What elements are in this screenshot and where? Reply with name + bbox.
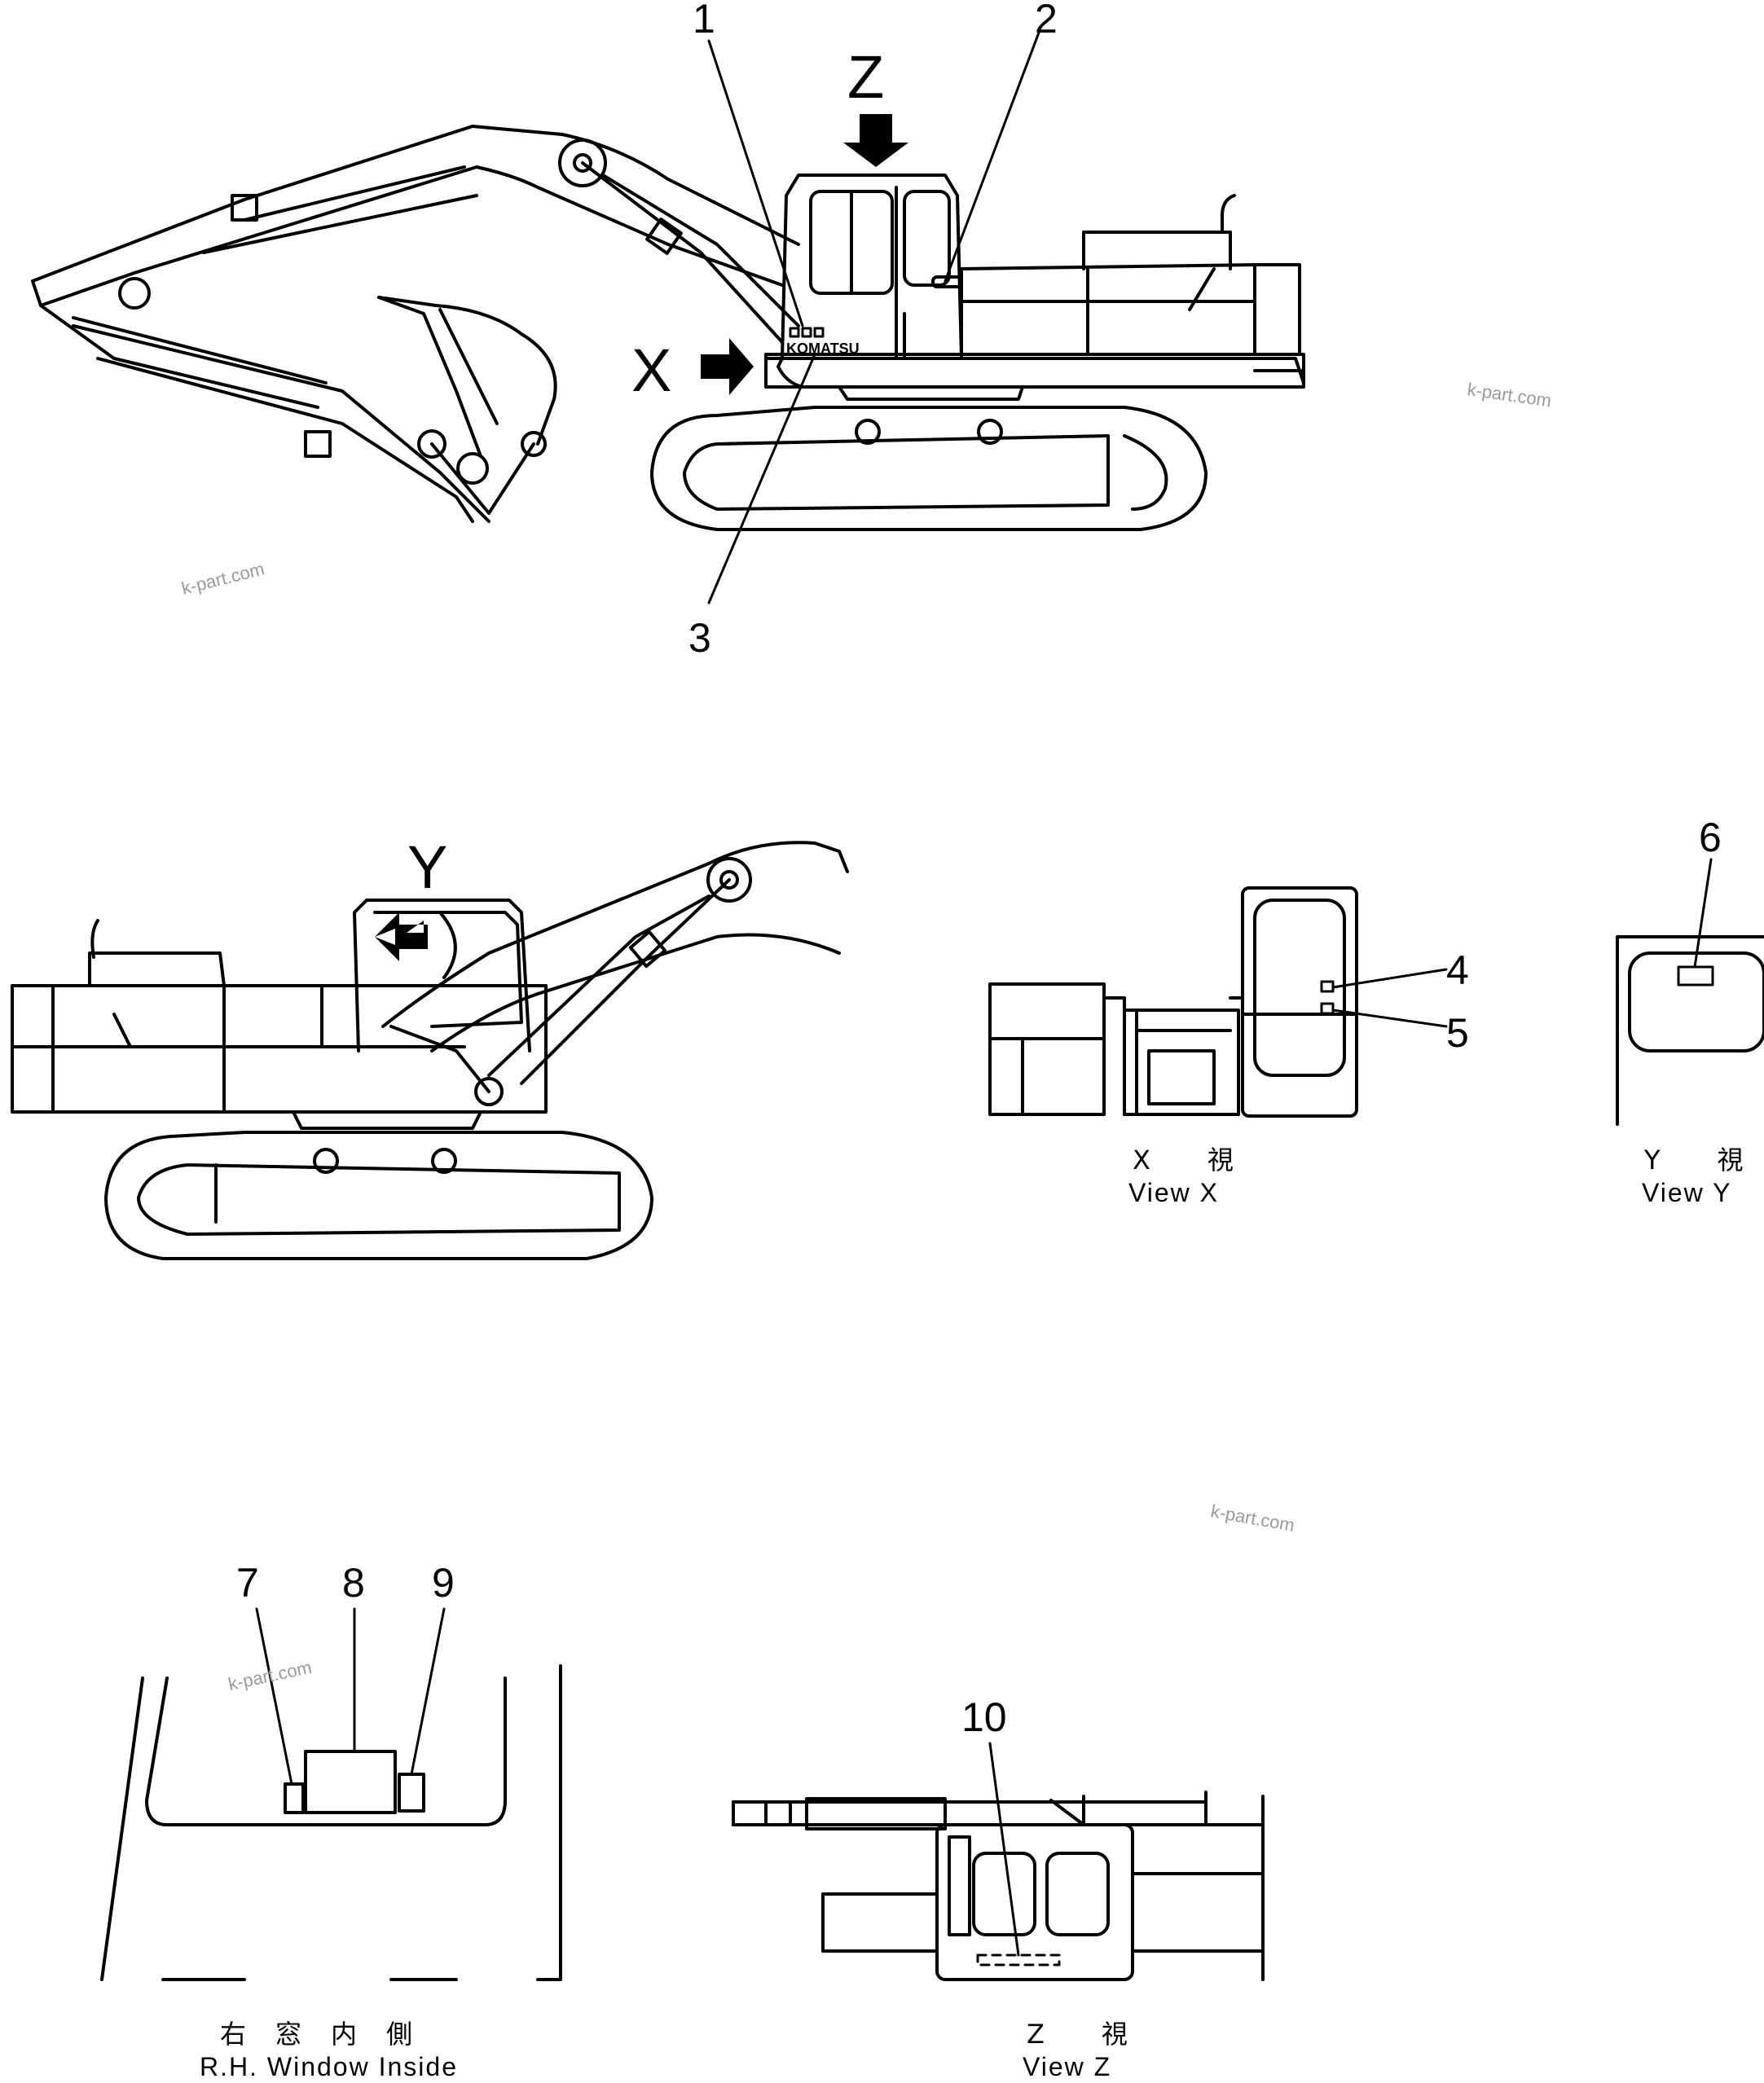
watermark: k-part.com bbox=[179, 558, 266, 598]
excavator-right-side-view: Y bbox=[11, 833, 849, 1260]
watermark: k-part.com bbox=[1466, 379, 1552, 411]
watermark: k-part.com bbox=[1209, 1501, 1296, 1536]
view-y-letter: Y bbox=[407, 833, 447, 901]
callout-5: 5 bbox=[1446, 1010, 1469, 1056]
komatsu-logo-decal: KOMATSU bbox=[786, 341, 860, 357]
callout-8: 8 bbox=[342, 1560, 365, 1606]
view-x-caption-jp: X 視 bbox=[1133, 1145, 1235, 1176]
view-x-letter: X bbox=[631, 336, 671, 404]
callout-1: 1 bbox=[693, 0, 715, 42]
view-y-caption-en: View Y bbox=[1642, 1178, 1731, 1207]
callout-9: 9 bbox=[432, 1560, 455, 1606]
view-z-letter: Z bbox=[847, 43, 884, 111]
callout-7: 7 bbox=[236, 1560, 259, 1606]
view-y-arrow-icon bbox=[375, 912, 428, 961]
rh-window-caption-en: R.H. Window Inside bbox=[200, 2052, 458, 2081]
callout-10: 10 bbox=[961, 1694, 1007, 1740]
view-z: 10 Z 視 View Z bbox=[732, 1694, 1265, 2081]
excavator-left-side-view: KOMATSU Z X 1 2 3 bbox=[31, 0, 1305, 661]
callout-4: 4 bbox=[1446, 947, 1469, 993]
rh-window-inside-view: 7 8 9 右 窓 内 側 R.H. Window Inside bbox=[100, 1560, 562, 2081]
watermark: k-part.com bbox=[227, 1657, 314, 1694]
view-y-caption-jp: Y 視 bbox=[1643, 1145, 1745, 1176]
view-y: 6 Y 視 View Y bbox=[1616, 815, 1764, 1207]
callout-3: 3 bbox=[688, 615, 711, 661]
callout-6: 6 bbox=[1699, 815, 1722, 860]
view-z-arrow-icon bbox=[843, 114, 908, 167]
view-x-caption-en: View X bbox=[1128, 1178, 1219, 1207]
callout-2: 2 bbox=[1035, 0, 1058, 42]
rh-window-caption-jp: 右 窓 内 側 bbox=[220, 2019, 414, 2050]
view-z-caption-jp: Z 視 bbox=[1027, 2019, 1129, 2050]
view-x-arrow-icon bbox=[701, 338, 754, 395]
view-x: 4 5 X 視 View X bbox=[988, 886, 1469, 1207]
view-z-caption-en: View Z bbox=[1023, 2052, 1111, 2081]
